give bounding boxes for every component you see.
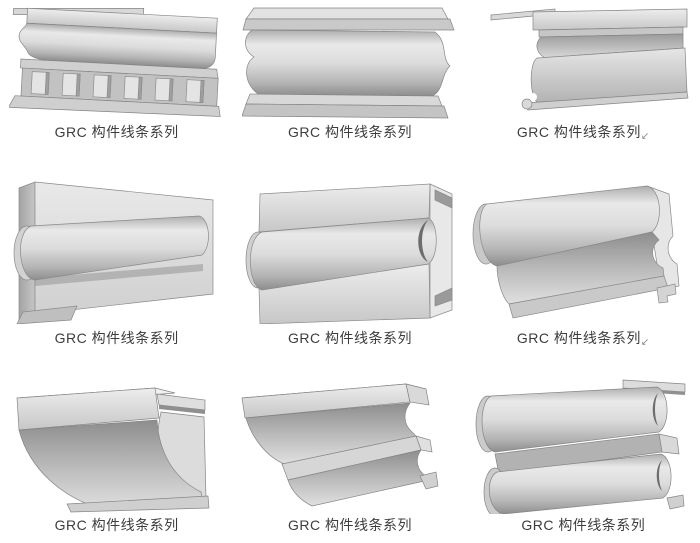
product-caption: GRC 构件线条系列	[0, 515, 233, 535]
caption-text: GRC 构件线条系列	[516, 124, 641, 140]
molding-photo-panel-bead	[5, 174, 229, 324]
catalog-cell-r1c2: GRC 构件线条系列	[233, 0, 466, 150]
cornice-dentil-molding-image	[8, 7, 221, 117]
product-caption: GRC 构件线条系列	[0, 122, 233, 142]
product-caption: GRC 构件线条系列	[233, 515, 466, 535]
product-caption: GRC 构件线条系列↙	[467, 328, 700, 348]
molding-photo-cornice-dentils	[8, 2, 225, 120]
caption-text: GRC 构件线条系列	[521, 517, 646, 533]
panel-bead-c-section-image	[245, 183, 453, 324]
caption-text: GRC 构件线条系列	[287, 517, 412, 533]
caption-text: GRC 构件线条系列	[287, 124, 412, 140]
crown-ogee-molding-image	[241, 7, 455, 119]
molding-photo-roll-top	[471, 174, 695, 324]
caption-text: GRC 构件线条系列	[54, 330, 179, 346]
catalog-cell-r3c3: GRC 构件线条系列	[467, 358, 700, 543]
molding-photo-double-bead	[473, 372, 693, 514]
roll-top-molding-image	[472, 185, 680, 319]
cove-cornice-image	[16, 387, 210, 513]
caption-text: GRC 构件线条系列	[287, 330, 412, 346]
caption-return-mark: ↙	[640, 337, 650, 348]
catalog-cell-r3c2: GRC 构件线条系列	[233, 358, 466, 543]
catalog-cell-r1c3: GRC 构件线条系列↙	[467, 0, 700, 150]
two-tier-crown-image	[241, 383, 439, 507]
catalog-cell-r1c1: GRC 构件线条系列	[0, 0, 233, 150]
product-caption: GRC 构件线条系列	[233, 328, 466, 348]
panel-bead-molding-image	[13, 181, 214, 324]
molding-photo-panel-bead-c-section	[238, 174, 462, 324]
molding-photo-two-tier-crown	[240, 372, 460, 514]
product-caption: GRC 构件线条系列↙	[467, 122, 700, 142]
caption-text: GRC 构件线条系列	[54, 517, 179, 533]
product-caption: GRC 构件线条系列	[233, 122, 466, 142]
product-caption: GRC 构件线条系列	[467, 515, 700, 535]
catalog-cell-r2c1: GRC 构件线条系列	[0, 150, 233, 358]
caption-text: GRC 构件线条系列	[516, 330, 641, 346]
caption-return-mark: ↙	[640, 131, 650, 142]
molding-photo-flat-fascia	[475, 2, 691, 120]
caption-text: GRC 构件线条系列	[54, 124, 179, 140]
catalog-cell-r3c1: GRC 构件线条系列	[0, 358, 233, 543]
catalog-cell-r2c3: GRC 构件线条系列↙	[467, 150, 700, 358]
flat-fascia-cornice-image	[490, 8, 689, 111]
catalog-cell-r2c2: GRC 构件线条系列	[233, 150, 466, 358]
molding-photo-crown-ogee	[241, 2, 458, 120]
molding-photo-cove-cornice	[7, 372, 227, 514]
product-caption: GRC 构件线条系列	[0, 328, 233, 348]
double-bead-molding-image	[475, 379, 686, 514]
